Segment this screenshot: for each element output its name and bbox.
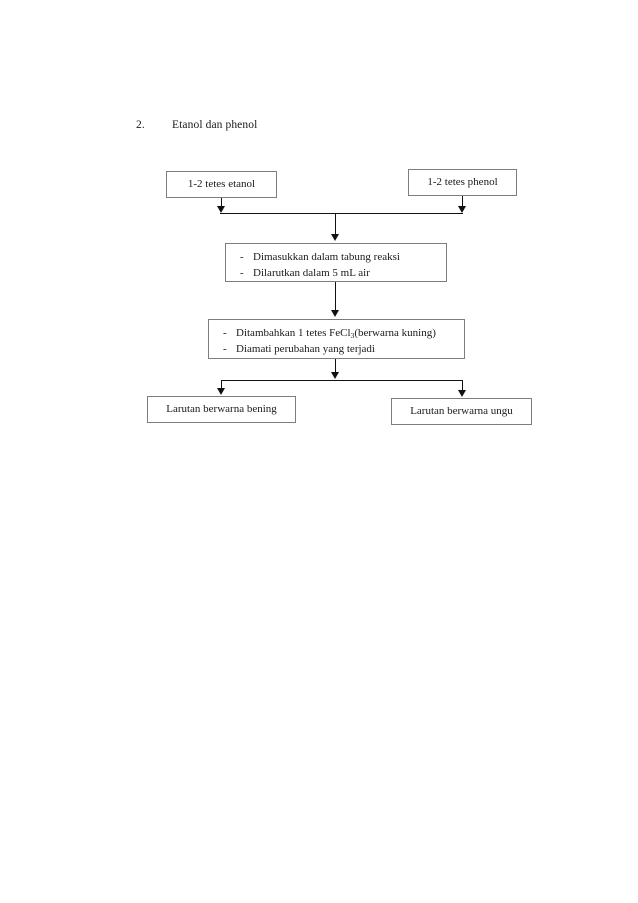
arrowhead-step1-to-step2: [331, 310, 339, 317]
step-2-line-1-text: Ditambahkan 1 tetes FeCl3(berwarna kunin…: [236, 326, 436, 342]
connector-etanol-down: [221, 198, 222, 207]
arrowhead-step2-down: [331, 372, 339, 379]
arrowhead-split-right: [458, 390, 466, 397]
step-1-line-2: - Dilarutkan dalam 5 mL air: [240, 266, 446, 282]
input-box-phenol: 1-2 tetes phenol: [408, 169, 517, 196]
step-1-line-1-text: Dimasukkan dalam tabung reaksi: [253, 251, 400, 263]
step-1-line-1: - Dimasukkan dalam tabung reaksi: [240, 250, 446, 266]
result-box-bening-label: Larutan berwarna bening: [166, 402, 277, 415]
bullet-dash: -: [240, 266, 244, 279]
result-box-ungu: Larutan berwarna ungu: [391, 398, 532, 425]
input-box-phenol-label: 1-2 tetes phenol: [427, 175, 498, 188]
connector-step1-to-step2: [335, 282, 336, 311]
section-heading: 2. Etanol dan phenol: [136, 119, 257, 131]
connector-split-left: [221, 380, 222, 389]
step-2-line-2-text: Diamati perubahan yang terjadi: [236, 342, 375, 355]
arrowhead-etanol-down: [217, 206, 225, 213]
section-title: Etanol dan phenol: [172, 119, 258, 131]
step-box-1: - Dimasukkan dalam tabung reaksi - Dilar…: [225, 243, 447, 282]
step-1-line-2-text: Dilarutkan dalam 5 mL air: [253, 266, 370, 279]
connector-step2-down: [335, 359, 336, 373]
step-2-formula-subscript: 3: [350, 331, 355, 340]
input-box-etanol: 1-2 tetes etanol: [166, 171, 277, 198]
connector-split-bar: [221, 380, 463, 381]
step-2-formula-prefix: Ditambahkan 1 tetes FeCl: [236, 327, 351, 339]
arrowhead-phenol-down: [458, 206, 466, 213]
section-number: 2.: [136, 119, 145, 131]
step-2-line-1: - Ditambahkan 1 tetes FeCl3(berwarna kun…: [223, 326, 464, 342]
connector-split-right: [462, 380, 463, 391]
result-box-ungu-label: Larutan berwarna ungu: [410, 404, 513, 417]
bullet-dash: -: [223, 327, 227, 339]
arrowhead-merge-to-step1: [331, 234, 339, 241]
result-box-bening: Larutan berwarna bening: [147, 396, 296, 423]
connector-phenol-down: [462, 196, 463, 207]
arrowhead-split-left: [217, 388, 225, 395]
step-2-line-2: - Diamati perubahan yang terjadi: [223, 342, 464, 358]
bullet-dash: -: [223, 342, 227, 355]
connector-merge-bar: [220, 213, 463, 214]
connector-merge-to-step1: [335, 213, 336, 235]
step-box-2: - Ditambahkan 1 tetes FeCl3(berwarna kun…: [208, 319, 465, 359]
step-2-formula-suffix: (berwarna kuning): [354, 327, 436, 339]
input-box-etanol-label: 1-2 tetes etanol: [187, 177, 256, 190]
bullet-dash: -: [240, 251, 244, 263]
